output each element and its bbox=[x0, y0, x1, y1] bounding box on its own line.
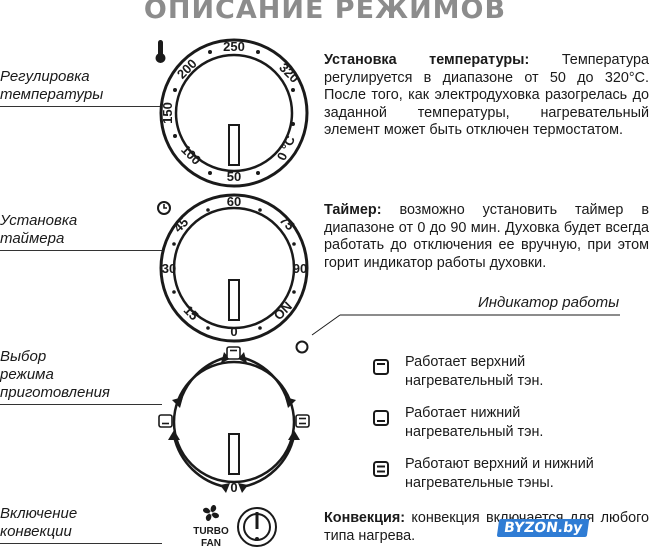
label-timer: Установка таймера bbox=[0, 212, 162, 251]
description-heading: Установка температуры: bbox=[324, 52, 530, 68]
temperature-knob[interactable]: 250 320 0 °C 50 100 150 200 bbox=[150, 30, 325, 190]
scale-label: 200 bbox=[174, 56, 200, 82]
mode-knob[interactable]: 0 bbox=[150, 342, 325, 502]
description-heading: Конвекция: bbox=[324, 510, 406, 526]
mode-item-bottom: Работает нижний нагревательный тэн. bbox=[372, 404, 642, 444]
mode-line: нагревательный тэн. bbox=[405, 424, 544, 440]
scale-label: 0 bbox=[230, 324, 237, 339]
page-title: ОПИСАНИЕ РЕЖИМОВ bbox=[143, 0, 507, 25]
label-line: Установка bbox=[0, 212, 78, 229]
bottom-heater-icon bbox=[158, 414, 173, 428]
mode-text: Работают верхний и нижний нагревательные… bbox=[405, 455, 645, 493]
label-line: режима bbox=[0, 366, 54, 383]
scale-label: 45 bbox=[170, 214, 191, 235]
scale-label: 90 bbox=[293, 261, 307, 276]
turbo-label: TURBO bbox=[193, 526, 229, 537]
timer-knob[interactable]: 60 75 90 ON 0 15 30 45 bbox=[150, 188, 325, 348]
clock-icon bbox=[157, 201, 171, 215]
indicator-label: Индикатор работы bbox=[478, 294, 620, 311]
knob-pointer bbox=[228, 124, 240, 166]
label-line: температуры bbox=[0, 86, 104, 103]
scale-label: 250 bbox=[223, 39, 245, 54]
scale-label: 0 bbox=[230, 480, 237, 495]
label-line: Регулировка bbox=[0, 68, 90, 85]
description-heading: Таймер: bbox=[324, 202, 382, 218]
label-line: приготовления bbox=[0, 384, 110, 401]
top-bottom-heater-icon bbox=[373, 461, 389, 477]
convection-description: Конвекция: конвекция включается для любо… bbox=[324, 510, 649, 545]
mode-item-top-bottom: Работают верхний и нижний нагревательные… bbox=[372, 455, 642, 495]
timer-description: Таймер: возможно установить таймер в диа… bbox=[324, 202, 649, 272]
label-line: Включение bbox=[0, 505, 78, 522]
description-body: возможно установить таймер в диапазоне о… bbox=[324, 202, 649, 271]
indicator-lamp bbox=[295, 340, 309, 354]
label-line: конвекции bbox=[0, 523, 72, 540]
top-bottom-heater-icon bbox=[295, 414, 310, 428]
mode-line: нагревательные тэны. bbox=[405, 475, 554, 491]
scale-label: 150 bbox=[160, 102, 175, 124]
description-body: Температура регулируется в диапазоне от … bbox=[324, 52, 649, 139]
mode-line: Работает нижний bbox=[405, 405, 521, 421]
mode-item-top: Работает верхний нагревательный тэн. bbox=[372, 353, 642, 393]
scale-label: 50 bbox=[227, 169, 241, 184]
label-line: таймера bbox=[0, 230, 65, 247]
temperature-description: Установка температуры: Температура регул… bbox=[324, 52, 649, 140]
scale-dots bbox=[173, 50, 295, 175]
label-convection: Включение конвекции bbox=[0, 505, 162, 544]
mode-line: нагревательный тэн. bbox=[405, 373, 544, 389]
label-mode: Выбор режима приготовления bbox=[0, 348, 162, 405]
top-heater-icon bbox=[373, 359, 389, 375]
description-body: конвекция включается для любого типа наг… bbox=[324, 510, 650, 544]
mode-line: Работают верхний и нижний bbox=[405, 456, 594, 472]
top-heater-icon bbox=[226, 346, 241, 360]
turbo-fan-control[interactable]: TURBO FAN bbox=[190, 500, 280, 550]
scale-label: 320 bbox=[276, 60, 302, 86]
mode-text: Работает нижний нагревательный тэн. bbox=[405, 404, 645, 442]
scale-label: 0 °C bbox=[274, 133, 299, 163]
fan-label: FAN bbox=[201, 538, 221, 549]
mode-text: Работает верхний нагревательный тэн. bbox=[405, 353, 645, 391]
indicator-leader bbox=[295, 314, 620, 354]
scale-dots bbox=[172, 208, 296, 330]
fan-icon bbox=[203, 505, 219, 521]
thermometer-icon bbox=[155, 40, 166, 63]
scale-label: 30 bbox=[162, 261, 176, 276]
mode-line: Работает верхний bbox=[405, 354, 526, 370]
label-temperature: Регулировка температуры bbox=[0, 68, 162, 107]
bottom-heater-icon bbox=[373, 410, 389, 426]
knob-pointer bbox=[228, 279, 240, 321]
label-line: Выбор bbox=[0, 348, 47, 365]
knob-pointer bbox=[228, 433, 240, 475]
scale-label: 60 bbox=[227, 194, 241, 209]
watermark: BYZON.by bbox=[496, 519, 590, 537]
